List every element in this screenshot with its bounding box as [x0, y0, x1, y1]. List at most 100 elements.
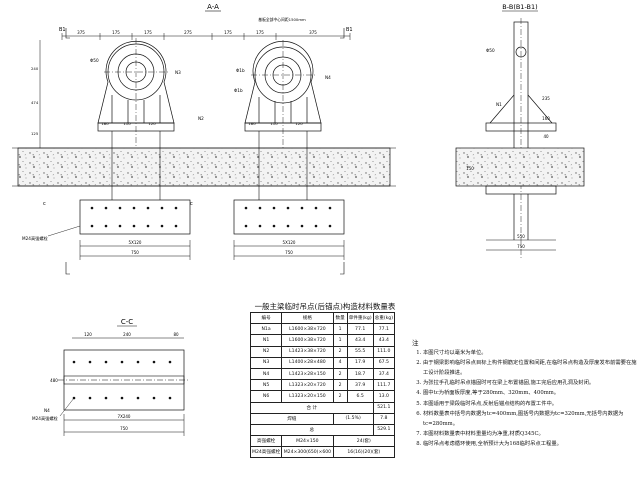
dim-cc-1: 120: [84, 332, 92, 337]
cell-spec: L1600×38×720: [281, 323, 334, 336]
cell-unit-weight: 37.9: [346, 379, 374, 392]
dim-aa-top-4: 275: [184, 30, 192, 35]
marker-c-right: c: [190, 201, 193, 207]
dim-bb-6: 750: [517, 244, 525, 249]
concrete-deck: [17, 147, 391, 187]
cell-qty: 2: [332, 379, 348, 392]
cell-id: N4: [249, 367, 283, 381]
dim-bb-1: 235: [542, 96, 550, 101]
table-weld-row: 焊缝 (1.5%) 7.8: [250, 412, 396, 425]
cell-qty: 2: [332, 345, 348, 358]
table-title: 一般主梁临时吊点(后锚点)构造材料数量表: [254, 302, 396, 311]
weld-value: 7.8: [372, 412, 396, 425]
cell-spec: L1423×28×150: [281, 367, 334, 381]
label-n2: N2: [198, 116, 204, 121]
cell-total-weight: 67.5: [372, 356, 396, 369]
cell-total-weight: 43.4: [372, 334, 396, 347]
dim-cc-2: 240: [123, 332, 131, 337]
view-aa-title: A-A: [207, 3, 219, 11]
total-label: 总: [250, 423, 374, 437]
lifting-lug-2: [244, 40, 322, 148]
dim-aa-bottom-2b: 750: [285, 250, 293, 255]
cell-spec: L1323×20×150: [281, 390, 334, 403]
cell-id: N3: [249, 356, 283, 369]
header-qty: 数量: [332, 311, 348, 325]
label-phi-1: Φ50: [90, 58, 99, 63]
cell-qty: 2: [332, 367, 348, 381]
dim-bb-5: 550: [517, 234, 525, 239]
cell-spec: L1400×28×480: [281, 356, 334, 369]
cell-total-weight: 37.4: [372, 367, 396, 381]
table-bolt-row: M24高强螺栓 M24×300(650)×600 16(16)(20)(套): [249, 446, 396, 459]
dim-bb-2: 160: [542, 116, 550, 121]
bolt-spec: M24×300(650)×600: [281, 446, 334, 459]
weld-pct: (1.5%): [332, 412, 374, 425]
view-bb-title: B-B(B1-B1): [502, 3, 537, 11]
cell-unit-weight: 77.1: [346, 323, 374, 336]
bolt-spec: M24×150: [281, 435, 334, 448]
cell-total-weight: 13.0: [372, 390, 396, 403]
note-item: 本图尺寸均以毫米为单位。: [423, 348, 637, 358]
svg-text:125: 125: [31, 131, 39, 136]
dim-aa-bottom-1a: 5X120: [129, 240, 142, 245]
bottom-plate-2: [233, 199, 345, 235]
weld-label: 焊缝: [250, 412, 334, 425]
dim-bb-4: 150: [466, 166, 474, 171]
lifting-lug-1: [97, 38, 175, 148]
cell-spec: L1600×38×720: [281, 334, 334, 347]
total-value: 529.1: [372, 423, 396, 437]
note-item: 由于钢梁影响临时吊点目标上构件钢筋定位置和间距,在临时吊点构造及厚度发布前需要在…: [423, 358, 637, 378]
marker-c-left: c: [43, 201, 46, 207]
dim-cc-4: 80: [173, 332, 179, 337]
note-item: 材料数量表中括号内数据为tc=400mm,图括号内数据为tc=320mm,无括号…: [423, 409, 637, 429]
table-total-row: 总 529.1: [250, 423, 396, 437]
note-item: 临时吊点考虑循环使用,全桥预计大为168临时吊点工程量。: [423, 439, 637, 449]
notes-list: 本图尺寸均以毫米为单位。 由于钢梁影响临时吊点目标上构件钢筋定位置和间距,在临时…: [412, 348, 637, 449]
svg-text:240: 240: [31, 66, 39, 71]
bolt-qty: 16(16)(20)(套): [332, 446, 396, 459]
dim-aa-bottom-1b: 750: [131, 250, 139, 255]
dim-aa-top-1: 375: [77, 30, 85, 35]
notes-title: 注: [412, 339, 419, 347]
dim-aa-bottom-2a: 5X120: [283, 240, 296, 245]
cell-id: N1: [249, 334, 283, 347]
cell-id: N2: [249, 345, 283, 358]
note-item: 本图适用于梁段临时吊点,反射后锚点结构的布置工件中。: [423, 399, 637, 409]
cell-qty: 4: [332, 356, 348, 369]
view-cc-title: C-C: [121, 318, 133, 326]
bb-concrete: [455, 147, 585, 187]
view-aa-top-note: 基板全部中心间距1500mm: [258, 17, 306, 22]
cell-unit-weight: 55.5: [346, 345, 374, 358]
dim-aa-row-4: 180: [248, 121, 256, 126]
bolt-note-aa: M24高强螺栓: [22, 235, 49, 242]
dim-aa-row-6: 120: [295, 121, 303, 126]
cell-unit-weight: 17.9: [346, 356, 374, 369]
cell-spec: L1423×38×720: [281, 345, 334, 358]
dim-aa-row-2: 110: [123, 121, 131, 126]
bottom-plate-1: [79, 199, 191, 235]
label-phi-3: Φ1b: [234, 88, 243, 93]
bolt-note-cc: M24高强螺栓: [32, 415, 59, 422]
label-n3: N3: [175, 70, 181, 75]
cell-unit-weight: 18.7: [346, 367, 374, 381]
dim-cc-5: 750: [120, 426, 128, 431]
table-header-row: 编号 规格 数量 单件重(kg) 总重(kg): [249, 311, 396, 325]
note-item: 图中tc为桥面板厚度,等于280mm、320mm、400mm。: [423, 388, 637, 398]
label-cc-n4: N4: [44, 408, 50, 413]
label-bb-phi: Φ50: [486, 48, 495, 53]
sum-value: 521.1: [372, 401, 396, 414]
bolt-name: M24高强螺栓: [249, 446, 283, 459]
bolt-name: 高强螺栓: [249, 435, 283, 448]
view-bb: B-B(B1-B1) 235 160 40 150 550 750 Φ50 N1: [455, 3, 585, 260]
cell-qty: 1: [332, 334, 348, 347]
marker-b1-top: B1: [59, 27, 66, 33]
cell-qty: 1: [332, 323, 348, 336]
note-item: 为张拉手孔临时吊点锚固时可在梁上布置锚固,施工完后应用孔洞及封闭。: [423, 378, 637, 388]
